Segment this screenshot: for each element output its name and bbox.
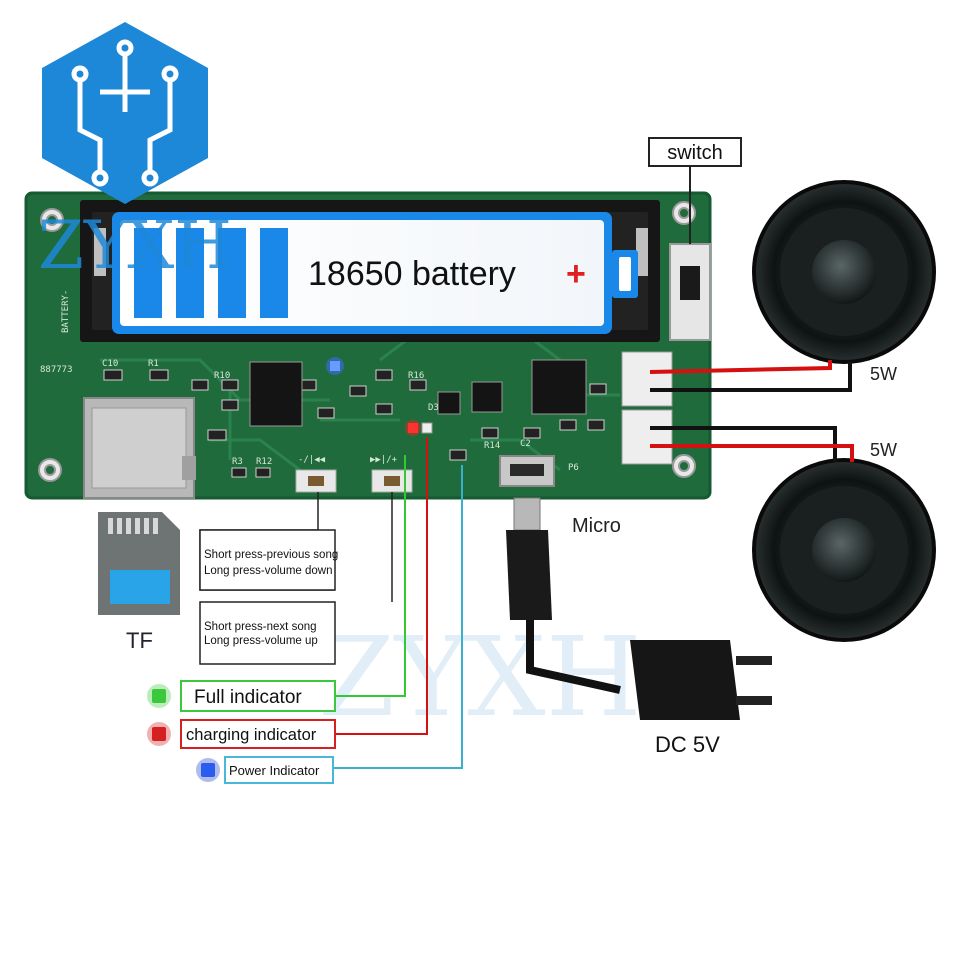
logo-text: ZYXH	[38, 207, 232, 284]
ic-chip-1	[250, 362, 302, 426]
watermark-text: ZYXH	[318, 613, 641, 741]
speaker-top	[754, 182, 934, 362]
silk-r1: R1	[148, 359, 159, 369]
prev-button-callout: Short press-previous song Long press-vol…	[200, 492, 338, 590]
indicator-full-label: Full indicator	[194, 687, 302, 708]
board-id-label: 887773	[40, 365, 73, 375]
speaker-connector-top	[622, 352, 672, 406]
silk-r10: R10	[214, 371, 230, 381]
silk-d3: D3	[428, 403, 439, 413]
prev-callout-line1: Short press-previous song	[204, 549, 338, 561]
speaker-bottom-power-label: 5W	[870, 440, 897, 460]
silk-c2: C2	[520, 439, 531, 449]
tf-card: TF	[98, 512, 180, 653]
indicator-full: Full indicator	[147, 681, 335, 711]
dc-label: DC 5V	[655, 732, 720, 757]
silk-r12: R12	[256, 457, 272, 467]
switch-label: switch	[667, 142, 723, 164]
next-callout-line1: Short press-next song	[204, 621, 317, 633]
indicator-power-label: Power Indicator	[229, 763, 320, 778]
indicator-power: Power Indicator	[196, 757, 333, 783]
indicator-charging: charging indicator	[147, 720, 335, 748]
silk-r16: R16	[408, 371, 424, 381]
power-led	[330, 361, 340, 371]
silk-c10: C10	[102, 359, 118, 369]
dc-adapter: DC 5V	[630, 640, 772, 757]
speaker-top-power-label: 5W	[870, 364, 897, 384]
speaker-connector-bottom	[622, 410, 672, 464]
next-callout-line2: Long press-volume up	[204, 635, 318, 647]
ic-chip-2	[472, 382, 502, 412]
battery-side-label: BATTERY-	[61, 290, 71, 333]
tf-label: TF	[126, 628, 153, 653]
silk-prev-button: -/|◀◀	[298, 455, 326, 465]
battery-plus-symbol: +	[566, 255, 586, 293]
indicator-charging-label: charging indicator	[186, 726, 317, 744]
silk-p6: P6	[568, 463, 579, 473]
battery-label: 18650 battery	[308, 255, 516, 293]
silk-next-button: ▶▶|/+	[370, 455, 398, 465]
micro-label: Micro	[572, 515, 621, 537]
ic-chip-3	[532, 360, 586, 414]
silk-r14: R14	[484, 441, 500, 451]
speaker-bottom	[754, 460, 934, 640]
full-led	[422, 423, 432, 433]
silk-r3: R3	[232, 457, 243, 467]
prev-callout-line2: Long press-volume down	[204, 565, 333, 577]
brand-logo: ZYXH	[38, 22, 232, 284]
